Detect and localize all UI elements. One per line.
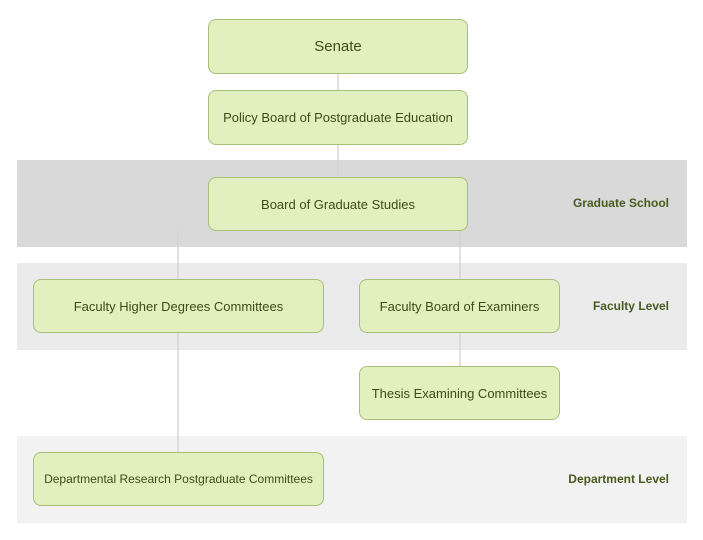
thesis-examining-committees-node[interactable]: Thesis Examining Committees bbox=[359, 366, 560, 420]
graduate-school-label: Graduate School bbox=[572, 196, 669, 210]
faculty-board-of-examiners-node[interactable]: Faculty Board of Examiners bbox=[359, 279, 560, 333]
board-of-graduate-studies-node[interactable]: Board of Graduate Studies bbox=[208, 177, 468, 231]
senate-node[interactable]: Senate bbox=[208, 19, 468, 74]
faculty-level-label: Faculty Level bbox=[592, 299, 669, 313]
policy-board-node[interactable]: Policy Board of Postgraduate Education bbox=[208, 90, 468, 145]
faculty-higher-degrees-committees-node[interactable]: Faculty Higher Degrees Committees bbox=[33, 279, 324, 333]
departmental-research-postgraduate-committees-node[interactable]: Departmental Research Postgraduate Commi… bbox=[33, 452, 324, 506]
department-level-label: Department Level bbox=[568, 472, 669, 486]
